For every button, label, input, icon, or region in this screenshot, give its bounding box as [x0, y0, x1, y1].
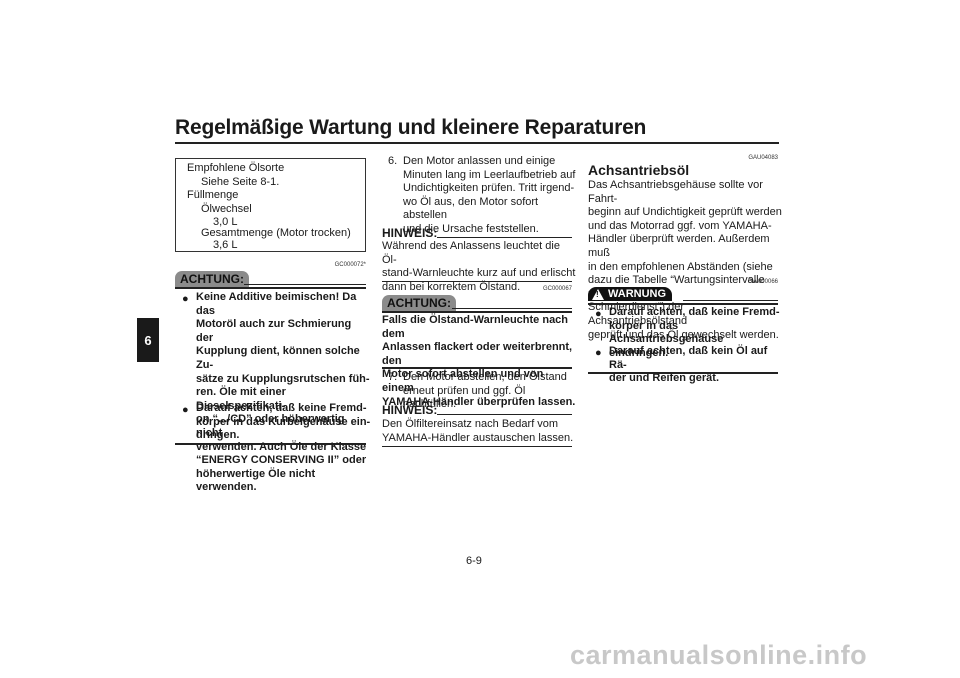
warning-top-rule — [588, 303, 778, 305]
hinweis-rule — [437, 414, 572, 415]
chapter-tab: 6 — [137, 318, 159, 362]
achtung-bottom-rule — [175, 443, 366, 445]
warning-bullet-1: Darauf achten, daß keine Fremd-körper in… — [609, 306, 780, 359]
bullet-icon: ● — [595, 347, 602, 359]
hinweis-1-text: Während des Anlassens leuchtet die Öl-st… — [382, 240, 576, 293]
hinweis-1-end-rule — [382, 281, 572, 282]
spec-line: 3,0 L — [213, 216, 238, 228]
section-body: Das Achsantriebsgehäuse sollte vor Fahrt… — [588, 179, 782, 341]
achtung-bottom-rule — [382, 367, 572, 369]
bullet-icon: ● — [595, 308, 602, 320]
label-rule — [452, 308, 572, 309]
achtung-label: ACHTUNG: — [175, 271, 249, 287]
spec-line: Siehe Seite 8-1. — [201, 176, 280, 188]
bullet-icon: ● — [182, 404, 189, 416]
ref-code: GC000072* — [334, 262, 366, 268]
warning-label: ! WARNUNG — [588, 287, 673, 301]
hinweis-label: HINWEIS: — [382, 403, 438, 417]
achtung-top-rule — [175, 287, 366, 289]
ref-code: GAU04083 — [748, 155, 778, 161]
spec-line: Gesamtmenge (Motor trocken) — [201, 227, 351, 239]
ref-code: GC000067 — [542, 286, 572, 292]
ref-code: GW000066 — [747, 279, 778, 285]
title-rule — [175, 142, 779, 144]
achtung-bullet-2: Darauf achten, daß keine Fremd-körper in… — [196, 402, 371, 442]
label-rule — [683, 300, 778, 301]
step-number: 6. — [388, 155, 398, 167]
spec-line: Empfohlene Ölsorte — [187, 162, 285, 174]
spec-line: 3,6 L — [213, 239, 238, 251]
section-heading: Achsantriebsöl — [588, 162, 690, 178]
spec-line: Ölwechsel — [201, 203, 252, 215]
achtung-label: ACHTUNG: — [382, 295, 456, 311]
hinweis-2-end-rule — [382, 446, 572, 447]
warning-bullet-2: Darauf achten, daß kein Öl auf Rä-der un… — [609, 345, 768, 385]
hinweis-label: HINWEIS: — [382, 226, 438, 240]
hinweis-rule — [437, 237, 572, 238]
achtung-top-rule — [382, 311, 572, 313]
watermark[interactable]: carmanualsonline.info — [570, 640, 868, 670]
page-number: 6-9 — [466, 555, 482, 567]
label-rule — [244, 284, 366, 285]
warning-triangle-icon: ! — [592, 288, 604, 300]
warning-bottom-rule — [588, 372, 778, 374]
page-title: Regelmäßige Wartung und kleinere Reparat… — [175, 116, 647, 139]
spec-line: Füllmenge — [187, 189, 239, 201]
oil-spec-box: Empfohlene Ölsorte Siehe Seite 8-1. Füll… — [175, 158, 366, 252]
step-number: 7. — [388, 371, 398, 383]
bullet-icon: ● — [182, 293, 189, 305]
